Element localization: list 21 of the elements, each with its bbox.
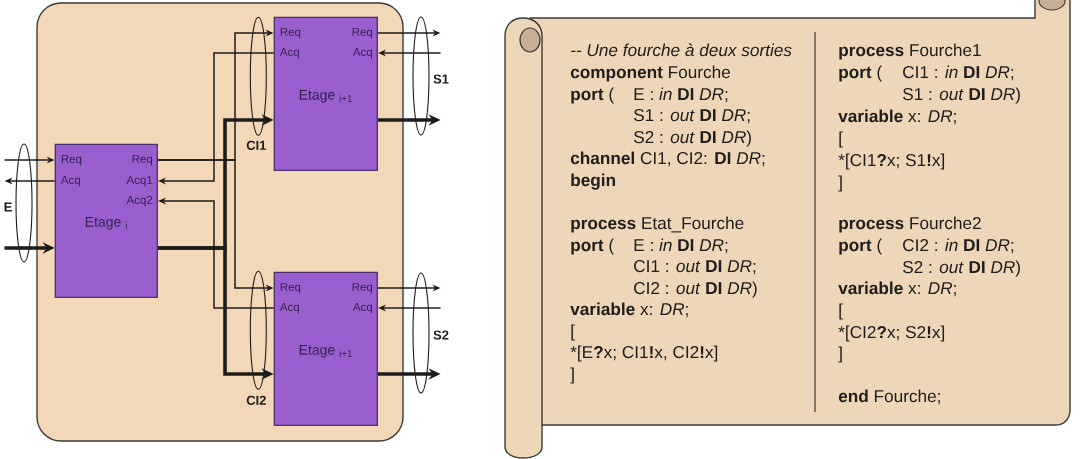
channel-label: CI2: [246, 395, 266, 405]
port-label: Acq: [352, 47, 372, 59]
channel-label: CI1: [246, 140, 267, 150]
port-label: Acq: [60, 175, 80, 187]
port-label: Req: [280, 282, 301, 294]
channel-label: S1: [433, 74, 449, 84]
stage-label: Etage $_{i+1}$: [299, 90, 352, 103]
port-label: Acq: [352, 302, 372, 314]
port-label: Req: [280, 27, 301, 39]
stage-label: Etage $_{i+1}$: [299, 345, 352, 358]
port-label: Acq: [279, 47, 299, 59]
channel-label: S2: [433, 330, 449, 340]
channel-label: E: [4, 202, 12, 212]
stage-label: Etage $_{i}$: [85, 217, 127, 230]
port-label: Req: [352, 27, 372, 39]
port-label: Req: [61, 154, 82, 166]
port-label: Acq2: [126, 195, 153, 207]
port-label: Acq: [279, 302, 299, 314]
port-label: Req: [352, 282, 372, 294]
port-label: Req: [132, 154, 152, 166]
port-label: Acq1: [126, 175, 153, 187]
